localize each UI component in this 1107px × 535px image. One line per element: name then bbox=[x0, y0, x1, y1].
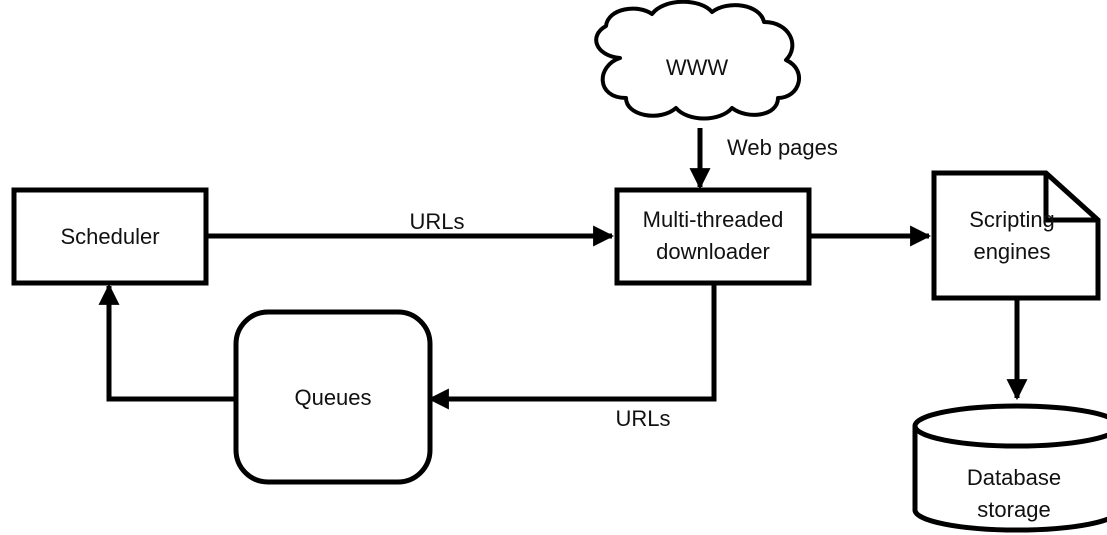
document-fold bbox=[1043, 173, 1098, 223]
edge-label-downloader-to-queues: URLs bbox=[615, 406, 670, 431]
edge-line bbox=[98, 283, 236, 402]
node-database: Database storage bbox=[912, 403, 1107, 533]
scheduler-label: Scheduler bbox=[60, 224, 159, 249]
edge-queues-to-scheduler bbox=[98, 283, 236, 402]
downloader-box bbox=[614, 187, 812, 286]
node-downloader: Multi-threaded downloader bbox=[614, 187, 812, 286]
node-queues: Queues bbox=[233, 309, 433, 485]
edge-label-scheduler-to-downloader: URLs bbox=[409, 209, 464, 234]
scheduler-box bbox=[11, 187, 209, 286]
cylinder-body bbox=[912, 426, 1107, 533]
edge-downloader-to-queues: URLs bbox=[427, 283, 717, 431]
edge-www-to-downloader: Web pages bbox=[689, 128, 838, 190]
www-label: WWW bbox=[666, 55, 729, 80]
scripting-label-line2: engines bbox=[973, 239, 1050, 264]
edge-line bbox=[427, 283, 717, 410]
database-label-line2: storage bbox=[977, 497, 1050, 522]
cylinder-top bbox=[912, 403, 1107, 449]
queues-box bbox=[233, 309, 433, 485]
queues-label: Queues bbox=[294, 385, 371, 410]
downloader-label-line2: downloader bbox=[656, 239, 770, 264]
edge-label-www-to-downloader: Web pages bbox=[727, 135, 838, 160]
node-scheduler: Scheduler bbox=[11, 187, 209, 286]
node-scripting: Scripting engines bbox=[931, 170, 1101, 301]
downloader-label-line1: Multi-threaded bbox=[643, 207, 784, 232]
node-www: WWW bbox=[594, 0, 801, 121]
document-shape bbox=[931, 170, 1101, 301]
scripting-label-line1: Scripting bbox=[969, 207, 1055, 232]
cloud-shape bbox=[594, 0, 801, 121]
edge-scheduler-to-downloader: URLs bbox=[206, 209, 615, 247]
database-label-line1: Database bbox=[967, 465, 1061, 490]
